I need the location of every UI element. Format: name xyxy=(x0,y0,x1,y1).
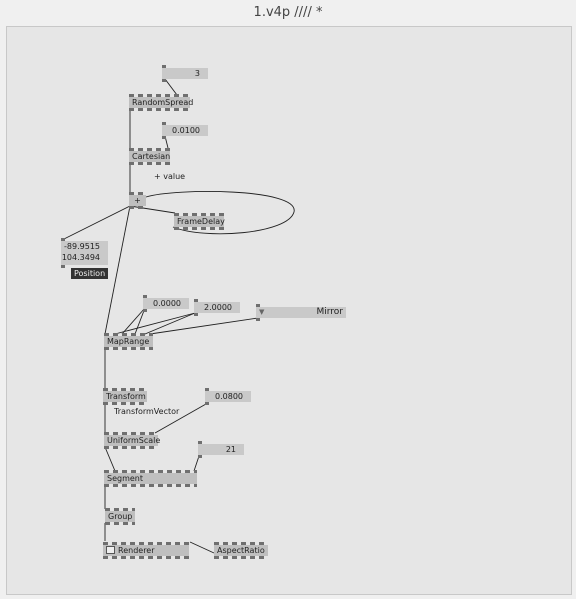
position-iobox[interactable]: -89.9515 104.3494 xyxy=(61,238,108,268)
input-pin[interactable] xyxy=(205,388,209,391)
input-pin[interactable] xyxy=(256,304,260,307)
input-pin[interactable] xyxy=(61,238,65,241)
input-pin[interactable] xyxy=(162,122,166,125)
input-pin[interactable] xyxy=(194,299,198,302)
iobox-value: 2.0000 xyxy=(204,303,232,312)
position-x-value: -89.9515 xyxy=(64,242,100,251)
window-title: 1.v4p //// * xyxy=(0,0,576,26)
input-pin[interactable] xyxy=(162,65,166,68)
scale-iobox[interactable]: 0.0100 xyxy=(162,122,208,139)
iobox-value: 0.0000 xyxy=(153,299,181,308)
segment-node[interactable]: Segment xyxy=(104,470,197,487)
spread-count-iobox[interactable]: 3 xyxy=(162,65,208,82)
add-node[interactable]: + xyxy=(129,192,146,209)
maprange-node[interactable]: MapRange xyxy=(104,333,153,350)
segments-iobox[interactable]: 21 xyxy=(198,441,244,458)
framedelay-node[interactable]: FrameDelay xyxy=(174,213,225,230)
randomspread-node[interactable]: RandomSpread xyxy=(129,94,193,111)
input-pin[interactable] xyxy=(143,295,147,298)
output-pin[interactable] xyxy=(198,455,202,458)
min-iobox[interactable]: 0.0000 xyxy=(143,295,189,312)
position-y-value: 104.3494 xyxy=(61,253,100,262)
renderer-node[interactable]: Renderer xyxy=(103,542,189,559)
input-pin[interactable] xyxy=(198,441,202,444)
output-pin[interactable] xyxy=(205,402,209,405)
value-hint-label: + value xyxy=(154,172,186,181)
renderer-checkbox-icon[interactable] xyxy=(106,546,115,554)
output-pin[interactable] xyxy=(143,309,147,312)
output-pin[interactable] xyxy=(162,136,166,139)
transform-node[interactable]: Transform xyxy=(103,388,147,405)
dropdown-triangle-icon[interactable]: ▼ xyxy=(259,308,265,316)
output-pin[interactable] xyxy=(256,318,260,321)
iobox-value: 3 xyxy=(194,69,200,78)
iobox-value: 0.0800 xyxy=(215,392,243,401)
max-iobox[interactable]: 2.0000 xyxy=(194,299,240,316)
output-pin[interactable] xyxy=(194,313,198,316)
uniformscale-node[interactable]: UniformScale xyxy=(104,432,160,449)
iobox-value: Mirror xyxy=(316,307,343,317)
group-node[interactable]: Group xyxy=(105,508,135,525)
iobox-value: 0.0100 xyxy=(172,126,200,135)
cartesian-node[interactable]: Cartesian xyxy=(129,148,170,165)
iobox-value: 21 xyxy=(225,445,236,454)
transform-vector-label: TransformVector xyxy=(114,407,180,416)
renderer-label: Renderer xyxy=(118,546,155,555)
mode-enum-iobox[interactable]: ▼ Mirror xyxy=(256,304,346,321)
output-pin[interactable] xyxy=(162,79,166,82)
output-pin[interactable] xyxy=(61,265,65,268)
aspectratio-node[interactable]: AspectRatio xyxy=(214,542,268,559)
uniform-scale-iobox[interactable]: 0.0800 xyxy=(205,388,251,405)
position-label: Position xyxy=(71,268,109,279)
